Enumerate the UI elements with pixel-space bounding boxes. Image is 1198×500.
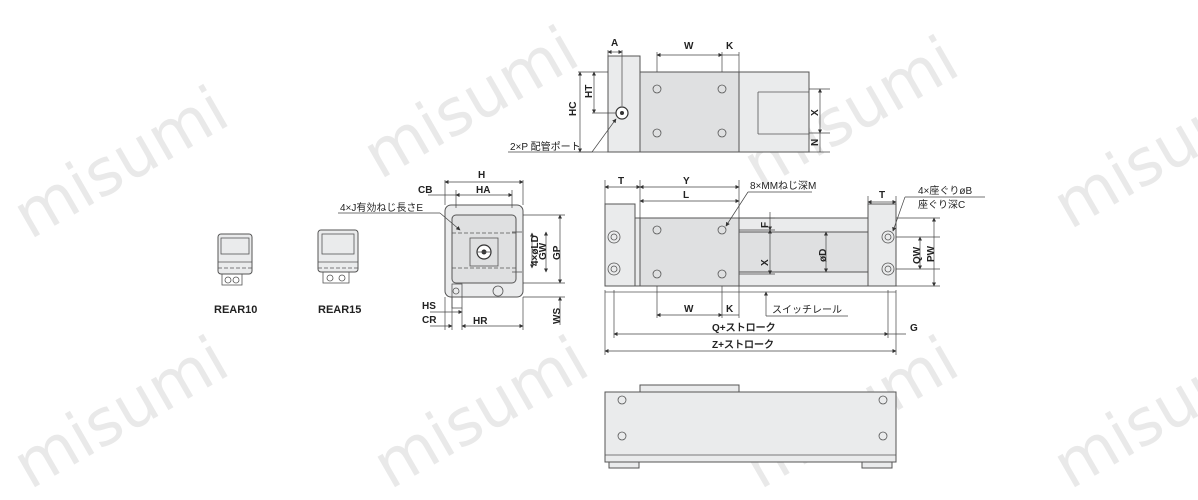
q-stroke-label: Q+ストローク [712,322,776,334]
dim-PW: PW [926,245,937,262]
dim-W-top: W [684,41,694,52]
dim-QW: QW [912,246,923,264]
thread-callout: 4×J有効ねじ長さE [340,201,423,214]
dim-T-left: T [618,176,624,187]
rear15-view: REAR15 [317,229,361,316]
dim-X-plan: X [760,259,771,266]
dim-GP: GP [552,245,563,260]
watermark-text: misumi [1041,63,1198,244]
watermark-text: misumi [351,13,591,194]
watermark-text: misumi [1,323,241,500]
rear10-view: REAR10 [214,233,257,316]
z-stroke-label: Z+ストローク [712,339,774,351]
watermark-text: misumi [361,323,601,500]
mm-callout: 8×MMねじ深M [750,180,816,192]
dim-A: A [611,38,618,49]
counterbore-callout-2: 座ぐり深C [918,198,965,211]
dim-Y: Y [683,176,690,187]
dim-GW: GW [538,242,549,260]
dim-HS: HS [422,301,436,312]
dim-HC: HC [568,102,579,116]
dim-T-right: T [879,190,885,201]
dim-F: F [760,222,771,228]
dim-H: H [478,170,485,181]
dim-CB: CB [418,185,432,196]
switch-rail-label: スイッチレール [772,304,842,316]
dim-HR: HR [473,316,488,327]
rear15-label: REAR15 [318,304,361,316]
watermark-text: misumi [1041,323,1198,500]
dim-HT: HT [584,85,595,98]
counterbore-callout-1: 4×座ぐりøB [918,184,973,197]
dim-CR: CR [422,315,437,326]
dim-K-plan: K [726,304,734,315]
dim-WS: WS [552,308,563,324]
dim-HA: HA [476,185,490,196]
dim-N: N [810,139,821,146]
dim-G: G [910,323,918,334]
rear10-label: REAR10 [214,304,257,316]
dim-LD: 4×øLD [530,235,541,266]
top-view: A W K HC HT X N 2×P 配管ポート [508,38,830,153]
dim-L: L [683,190,689,201]
end-view: H HA CB 4×J有効ねじ長さE 4×øLD GW GP WS HS CR … [338,170,565,330]
bottom-view [604,384,897,469]
port-callout: 2×P 配管ポート [510,140,581,153]
dim-W-plan: W [684,304,694,315]
watermark-layer: misumi misumi misumi misumi misumi misum… [1,13,1198,500]
plan-view: T Y L T 8×MMねじ深M 4×座ぐりøB 座ぐり深C F X øD QW [604,176,985,355]
dim-D: øD [818,249,829,262]
watermark-text: misumi [1,73,241,254]
dim-X-top: X [810,109,821,116]
dim-K-top: K [726,41,734,52]
